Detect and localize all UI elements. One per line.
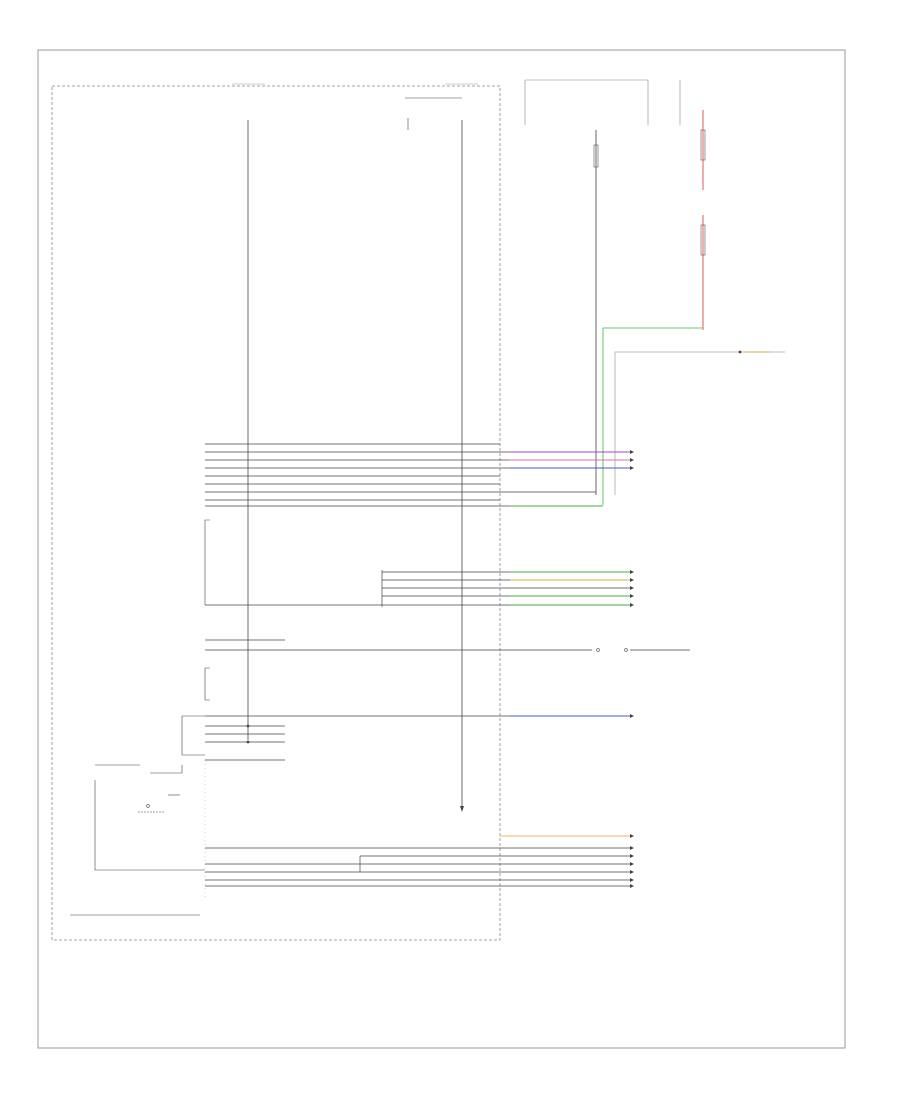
bracket-left-3 (181, 715, 205, 756)
splice-dot-a (738, 350, 742, 354)
module-boundary (51, 85, 501, 941)
connector-block-2 (205, 570, 630, 607)
fuse-box-bracket-right (524, 79, 649, 125)
splice-dot-c (246, 740, 250, 744)
bracket-left-2 (204, 667, 210, 701)
page-frame (37, 49, 846, 1049)
connector-block-1 (205, 443, 630, 507)
fuse-symbol-right (593, 144, 599, 168)
switch-contact-b (624, 648, 628, 652)
switch-contact-a (596, 648, 600, 652)
arrowheads (460, 450, 634, 888)
bracket-left-1 (204, 519, 210, 605)
horn-relay (94, 764, 205, 871)
wire-green-feed (602, 327, 703, 505)
splice-dot-b (246, 724, 250, 728)
wire-gray-feed (614, 351, 785, 495)
